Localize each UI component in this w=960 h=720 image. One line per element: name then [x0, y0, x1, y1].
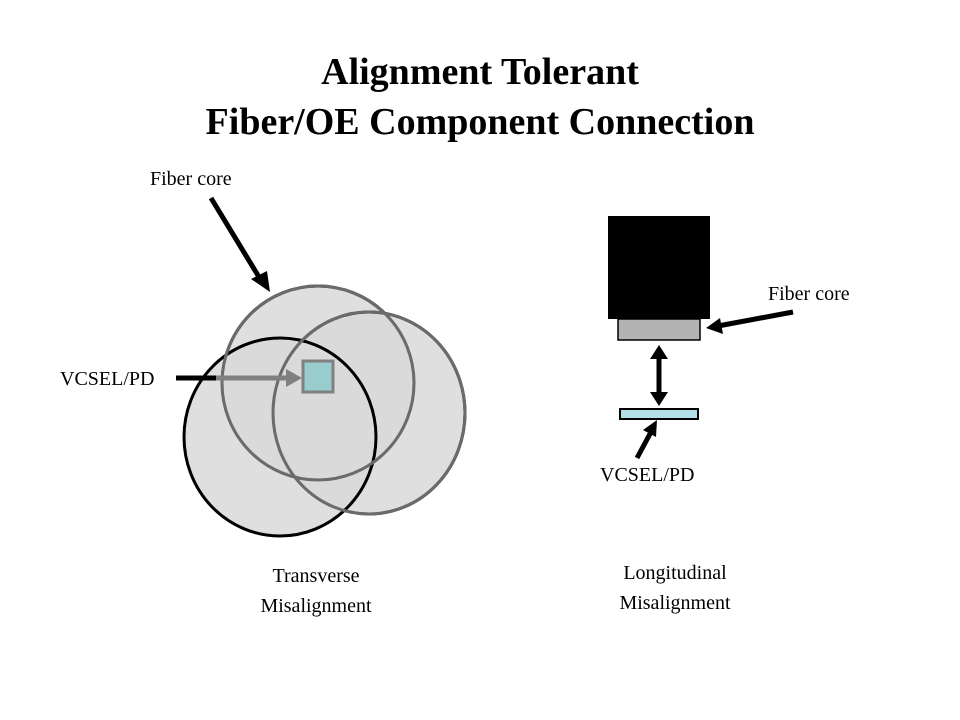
- transverse-diagram: [176, 196, 467, 538]
- longitudinal-caption-line-1: Longitudinal: [623, 562, 727, 584]
- longitudinal-diagram: [608, 216, 794, 460]
- vcsel-label-right: VCSEL/PD: [600, 464, 695, 486]
- vcsel-chip: [619, 408, 699, 420]
- fiber-core-label-right: Fiber core: [768, 283, 850, 305]
- vcsel-arrowhead-right: [643, 420, 657, 437]
- fiber-tip: [617, 318, 701, 341]
- vcsel-arrowhead: [286, 369, 302, 387]
- vcsel-label-left: VCSEL/PD: [60, 368, 155, 390]
- fiber-core-circle-left: [182, 336, 378, 538]
- longitudinal-caption-line-2: Misalignment: [619, 592, 731, 614]
- transverse-caption-line-2: Misalignment: [260, 595, 372, 617]
- fiber-body: [608, 216, 710, 319]
- fiber-core-arrowhead-right: [706, 318, 723, 334]
- gap-arrowhead-up: [650, 345, 668, 359]
- fiber-core-circle-top-outline: [220, 284, 416, 482]
- vcsel-square: [301, 359, 335, 394]
- fiber-core-arrowhead: [251, 271, 270, 292]
- transverse-caption-line-1: Transverse: [272, 565, 360, 587]
- fiber-core-arrow: [208, 196, 265, 284]
- fiber-core-label-left: Fiber core: [150, 168, 232, 190]
- gap-arrowhead-down: [650, 392, 668, 406]
- page-title-line-2: Fiber/OE Component Connection: [205, 101, 755, 143]
- page-title-line-1: Alignment Tolerant: [321, 51, 639, 93]
- vcsel-arrow-right: [634, 430, 654, 460]
- fiber-core-circle-right-outline: [271, 310, 467, 516]
- fiber-core-arrow-right: [717, 309, 794, 329]
